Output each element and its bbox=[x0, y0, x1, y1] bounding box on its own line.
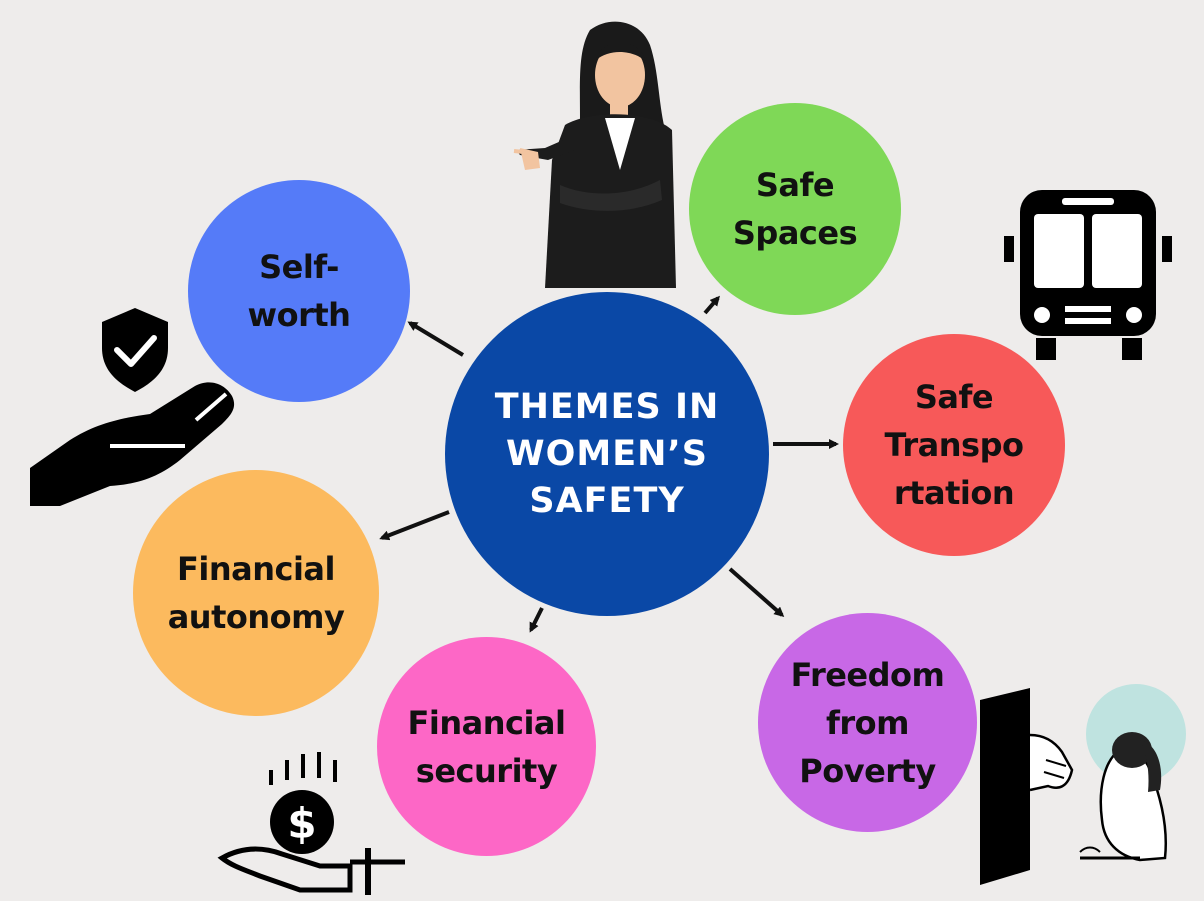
node-financial-security: Financial security bbox=[377, 637, 596, 856]
node-self-worth: Self- worth bbox=[188, 180, 410, 402]
node-freedom-from-poverty: Freedom from Poverty bbox=[758, 613, 977, 832]
center-theme-circle: THEMES IN WOMEN’S SAFETY bbox=[445, 292, 769, 616]
node-safe-spaces-label: Safe Spaces bbox=[732, 166, 858, 252]
helping-hand-door-illustration bbox=[980, 684, 1186, 885]
node-self-worth-label: Self- worth bbox=[247, 248, 351, 334]
node-financial-autonomy-label: Financial autonomy bbox=[167, 550, 345, 636]
svg-text:$: $ bbox=[287, 799, 316, 848]
arrow-to-self-worth bbox=[407, 321, 465, 357]
node-safe-transportation-label: Safe Transpo rtation bbox=[884, 378, 1024, 512]
node-safe-spaces: Safe Spaces bbox=[689, 103, 901, 315]
arrow-to-freedom-from-poverty bbox=[728, 567, 785, 617]
node-safe-transportation: Safe Transpo rtation bbox=[843, 334, 1065, 556]
money-hand-icon: $ bbox=[217, 752, 405, 895]
node-financial-security-label: Financial security bbox=[407, 703, 566, 790]
arrow-to-financial-security bbox=[529, 607, 544, 633]
center-theme-label: THEMES IN WOMEN’S SAFETY bbox=[494, 386, 720, 521]
arrow-to-financial-autonomy bbox=[379, 510, 450, 541]
businesswoman-illustration bbox=[513, 21, 676, 289]
node-freedom-from-poverty-label: Freedom from Poverty bbox=[790, 655, 945, 790]
node-financial-autonomy: Financial autonomy bbox=[133, 470, 379, 716]
arrow-to-safe-spaces bbox=[703, 295, 720, 315]
shield-check-hand-icon bbox=[30, 308, 235, 506]
bus-icon bbox=[1004, 190, 1172, 360]
